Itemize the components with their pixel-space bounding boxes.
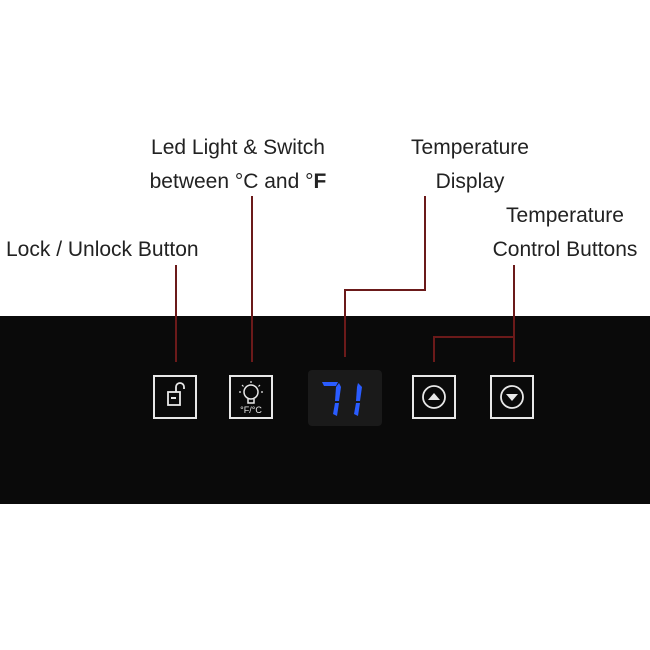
unit-switch-text: °F/°C — [240, 405, 262, 415]
temperature-down-button[interactable] — [490, 375, 534, 419]
temperature-control-label: Temperature Control Buttons — [484, 199, 646, 267]
temperature-display-label-line2: Display — [435, 170, 505, 193]
lock-unlock-label: Lock / Unlock Button — [6, 238, 199, 261]
temperature-display-label: Temperature Display — [400, 131, 540, 199]
led-switch-label-line1: Led Light & Switch — [151, 136, 325, 159]
triangle-up-icon — [422, 385, 446, 409]
led-switch-label-line2-bold: F — [313, 170, 327, 193]
temperature-display-label-line1: Temperature — [411, 136, 529, 159]
led-switch-label-line2: between °C and °F — [140, 165, 336, 199]
temperature-digits: 71 — [308, 370, 362, 416]
temperature-value: 71 — [308, 370, 310, 371]
triangle-down-icon — [500, 385, 524, 409]
led-switch-label-line2-text: between °C and ° — [149, 170, 314, 193]
temperature-control-label-line2: Control Buttons — [492, 238, 638, 261]
unlock-icon — [167, 382, 185, 406]
lightbulb-icon — [239, 381, 263, 404]
led-switch-label: Led Light & Switch between °C and °F — [140, 131, 336, 199]
temperature-control-label-line1: Temperature — [506, 204, 624, 227]
led-light-switch-button[interactable]: °F/°C — [229, 375, 273, 419]
lock-unlock-button[interactable] — [153, 375, 197, 419]
temperature-display: 71 — [308, 370, 382, 426]
temperature-up-button[interactable] — [412, 375, 456, 419]
